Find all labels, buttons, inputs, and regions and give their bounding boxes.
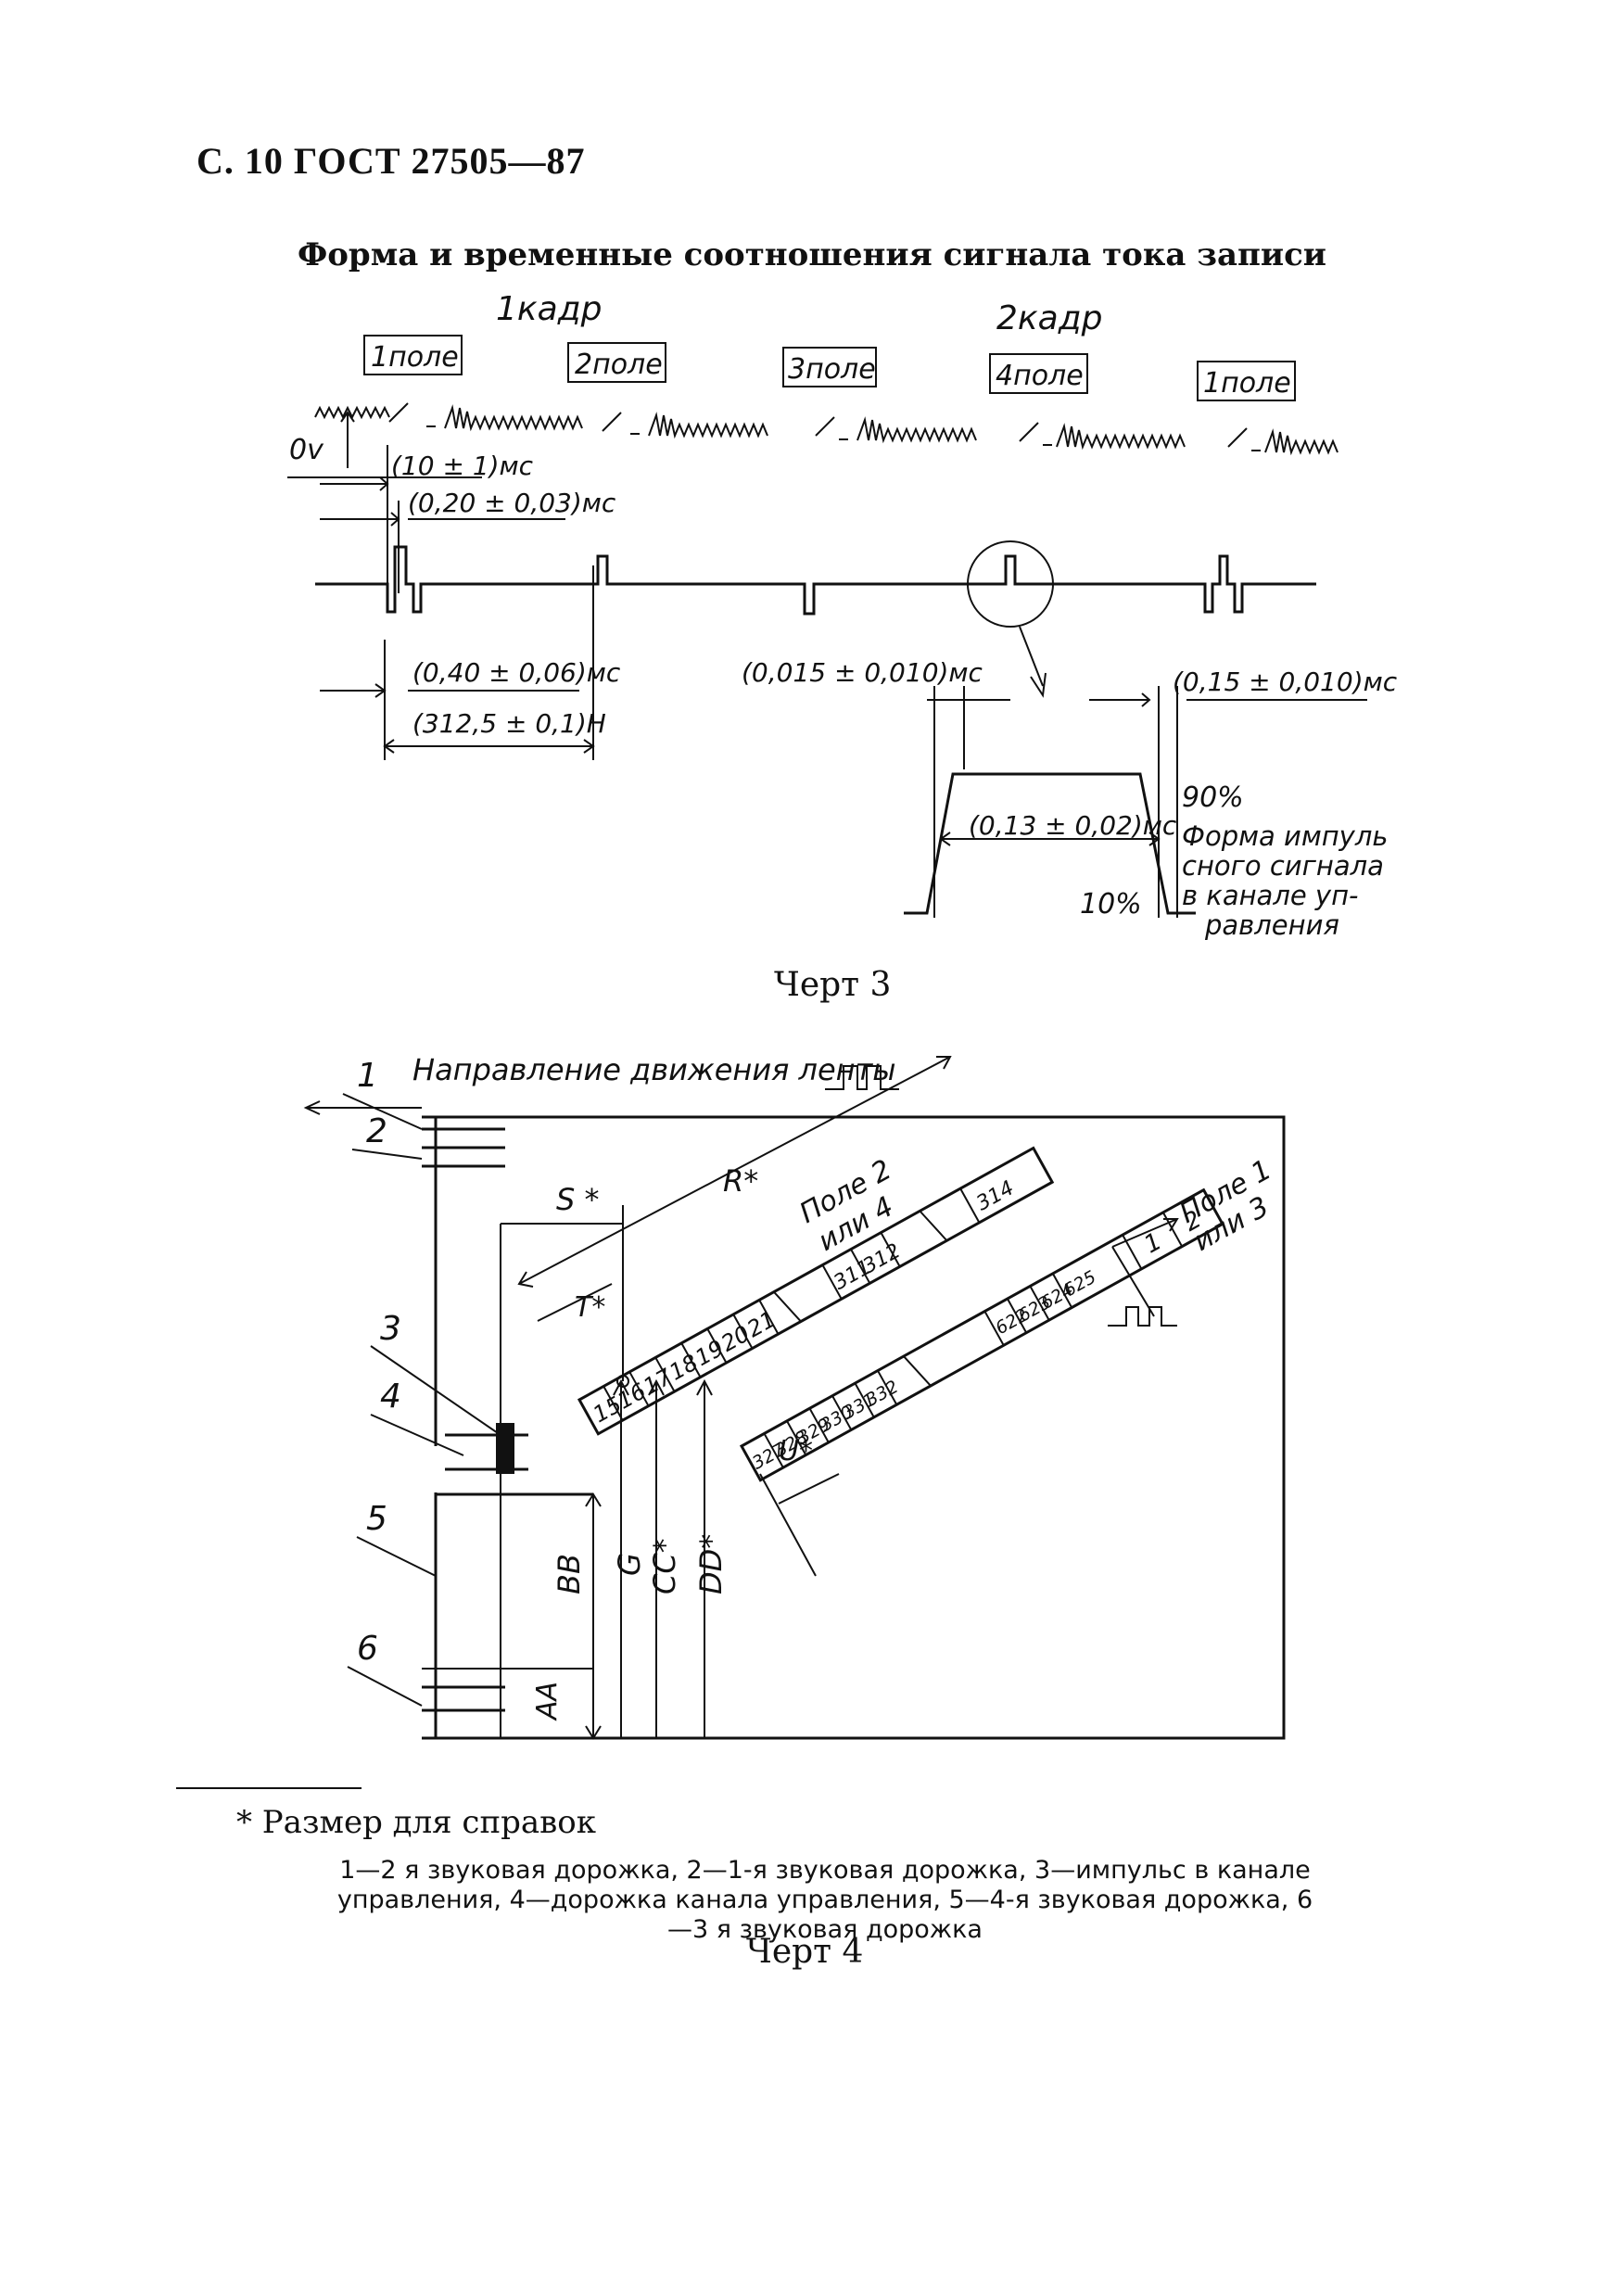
zero-level-label: 0v	[289, 434, 324, 466]
field-label-4: 4поле	[996, 360, 1084, 392]
dim-BB: BB	[552, 1554, 587, 1594]
dim-3125H: (312,5 ± 0,1)H	[412, 708, 606, 739]
footnote-rule	[176, 1787, 362, 1789]
figure-3-title: Форма и временные соотношения сигнала то…	[297, 236, 1327, 273]
page-header: С. 10 ГОСТ 27505—87	[197, 140, 586, 182]
pulse-note-4: равления	[1204, 909, 1339, 941]
lower-track-strip: 327 328 329 330 331 332 622 623 624 625 …	[739, 1187, 1224, 1482]
figure-3-caption: Черт 3	[774, 966, 892, 1004]
dim-R: R*	[723, 1163, 758, 1199]
pct-10: 10%	[1080, 888, 1142, 921]
dim-015ms: (0,15 ± 0,010)мс	[1173, 667, 1398, 697]
pulse-note-1: Форма импуль	[1182, 820, 1388, 852]
upper-track-strip: 15 16 17 18 19 20 21 311 312 314	[577, 1146, 1055, 1436]
track-number-2: 2	[366, 1112, 387, 1150]
frame-2-label: 2кадр	[996, 299, 1102, 337]
tape-direction-label: Направление движения ленты	[412, 1052, 896, 1087]
field-box-5	[1197, 361, 1296, 401]
dim-10ms: (10 ± 1)мс	[391, 451, 534, 481]
dim-0015ms: (0,015 ± 0,010)мс	[742, 657, 983, 688]
dim-G: G	[612, 1553, 647, 1576]
dim-S: S *	[556, 1182, 599, 1217]
pulse-note-3: в канале уп-	[1182, 880, 1359, 911]
field-box-1	[363, 335, 463, 375]
frame-1-label: 1кадр	[496, 290, 602, 328]
dim-CC: CC*	[647, 1538, 682, 1594]
track-number-3: 3	[380, 1310, 401, 1348]
track-number-1: 1	[357, 1057, 378, 1095]
track-number-6: 6	[357, 1630, 378, 1668]
figure-3-drawing: 1кадр 2кадр 1поле 2поле 3поле 4поле 1пол…	[287, 290, 1398, 941]
dim-AA: AA	[531, 1682, 564, 1721]
figure-4-drawing: Направление движения ленты 1 2 3 4 5 6 B…	[303, 1052, 1286, 1740]
pulse-note-2: сного сигнала	[1182, 850, 1384, 882]
control-pulse	[496, 1423, 514, 1474]
figure-4-caption: Черт 4	[746, 1933, 864, 1971]
figure-4-legend: 1—2 я звуковая дорожка, 2—1-я звуковая д…	[336, 1856, 1313, 1944]
dim-013ms: (0,13 ± 0,02)мс	[969, 810, 1177, 841]
dim-DD: DD*	[693, 1534, 729, 1594]
cell-1: 1	[1139, 1227, 1166, 1259]
field-label-3: 3поле	[788, 353, 876, 386]
dim-040ms: (0,40 ± 0,06)мс	[412, 657, 621, 688]
pct-90: 90%	[1182, 781, 1244, 814]
track-number-4: 4	[380, 1378, 401, 1416]
footnote: * Размер для справок	[236, 1804, 597, 1841]
magnifier-circle	[967, 540, 1054, 628]
cell-314: 314	[972, 1176, 1018, 1215]
field-label-5: 1поле	[1203, 367, 1291, 400]
dim-U: U*	[779, 1435, 813, 1467]
field-box-3	[782, 347, 877, 387]
track-number-5: 5	[366, 1500, 387, 1538]
dim-T: T*	[575, 1291, 605, 1324]
field-label-2: 2поле	[575, 349, 663, 381]
field-box-4	[989, 353, 1088, 394]
field-label-1: 1поле	[371, 341, 459, 374]
dim-020ms: (0,20 ± 0,03)мс	[408, 488, 616, 518]
field-box-2	[567, 342, 666, 383]
